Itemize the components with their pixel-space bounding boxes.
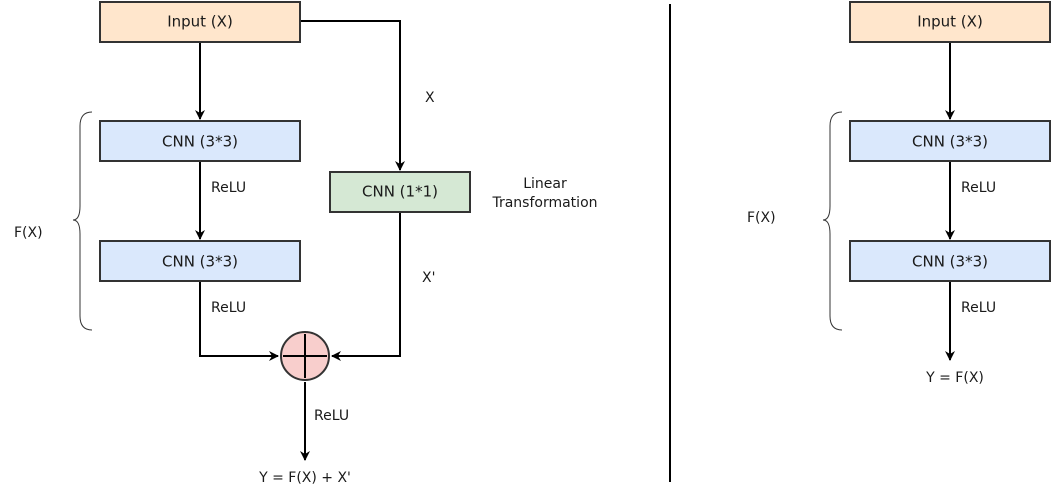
conv2-node-label: CNN (3*3)	[162, 253, 238, 271]
residual-block-left: Input (X) CNN (3*3) CNN (3*3) CNN (1*1) …	[14, 1, 598, 486]
relu-label-3: ReLU	[314, 408, 349, 424]
right-conv1-node-label: CNN (3*3)	[912, 133, 988, 151]
fx-label: F(X)	[14, 225, 43, 241]
conv2-node	[99, 240, 301, 282]
right-conv2-node-label: CNN (3*3)	[912, 253, 988, 271]
edge-shortcut-to-add	[331, 212, 401, 361]
relu-label-1: ReLU	[211, 180, 246, 196]
shortcut-conv-node	[329, 171, 471, 213]
right-relu-label-2: ReLU	[961, 300, 996, 316]
right-conv2-node	[849, 240, 1051, 282]
shortcut-conv-node-label: CNN (1*1)	[362, 183, 438, 201]
right-input-node-label: Input (X)	[917, 13, 983, 31]
right-relu-label-1: ReLU	[961, 180, 996, 196]
x-label: X	[425, 90, 435, 106]
right-input-node	[849, 1, 1051, 43]
plain-block-right: Input (X) CNN (3*3) CNN (3*3) ReLU ReLU …	[747, 1, 1051, 386]
fx-brace	[72, 111, 93, 331]
edge-input-to-shortcut	[300, 20, 405, 171]
right-fx-brace	[822, 111, 843, 331]
conv1-node-label: CNN (3*3)	[162, 133, 238, 151]
right-conv1-node	[849, 120, 1051, 162]
relu-label-2: ReLU	[211, 300, 246, 316]
input-node-label: Input (X)	[167, 13, 233, 31]
x-prime-label: X'	[422, 270, 435, 286]
linear-transformation-label-line2: Transformation	[491, 195, 597, 211]
linear-transformation-label-line1: Linear	[523, 176, 567, 192]
output-label: Y = F(X) + X'	[258, 470, 351, 486]
input-node	[99, 1, 301, 43]
right-output-label: Y = F(X)	[925, 370, 984, 386]
edge-conv2-to-add	[199, 282, 279, 361]
conv1-node	[99, 120, 301, 162]
right-fx-label: F(X)	[747, 210, 776, 226]
